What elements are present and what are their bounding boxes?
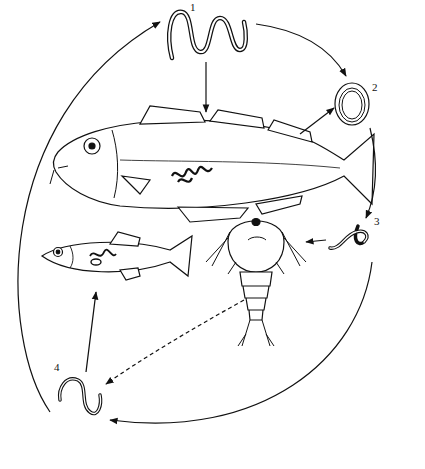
cycle-arrow: [306, 240, 326, 242]
callout-number: 2: [372, 82, 378, 93]
callout-number: 1: [190, 2, 196, 13]
cycle-arrow: [106, 300, 244, 384]
callout-number: 4: [54, 362, 60, 373]
cycle-arrow: [18, 22, 160, 412]
adult-worm: [169, 12, 246, 58]
transport-fish: [42, 232, 192, 280]
cycle-arrow: [86, 292, 96, 372]
cycle-arrow: [366, 128, 376, 218]
cycle-arrow: [110, 262, 372, 423]
copepod: [206, 219, 306, 347]
cycle-arrow: [205, 62, 206, 112]
cycle-arrow: [300, 108, 334, 134]
cycle-arrow: [256, 24, 346, 76]
free-larva: [330, 226, 367, 248]
callout-number: 3: [374, 216, 380, 227]
host-fish: [50, 106, 374, 222]
egg-shell: [335, 83, 369, 125]
infective-larva: [60, 379, 101, 414]
